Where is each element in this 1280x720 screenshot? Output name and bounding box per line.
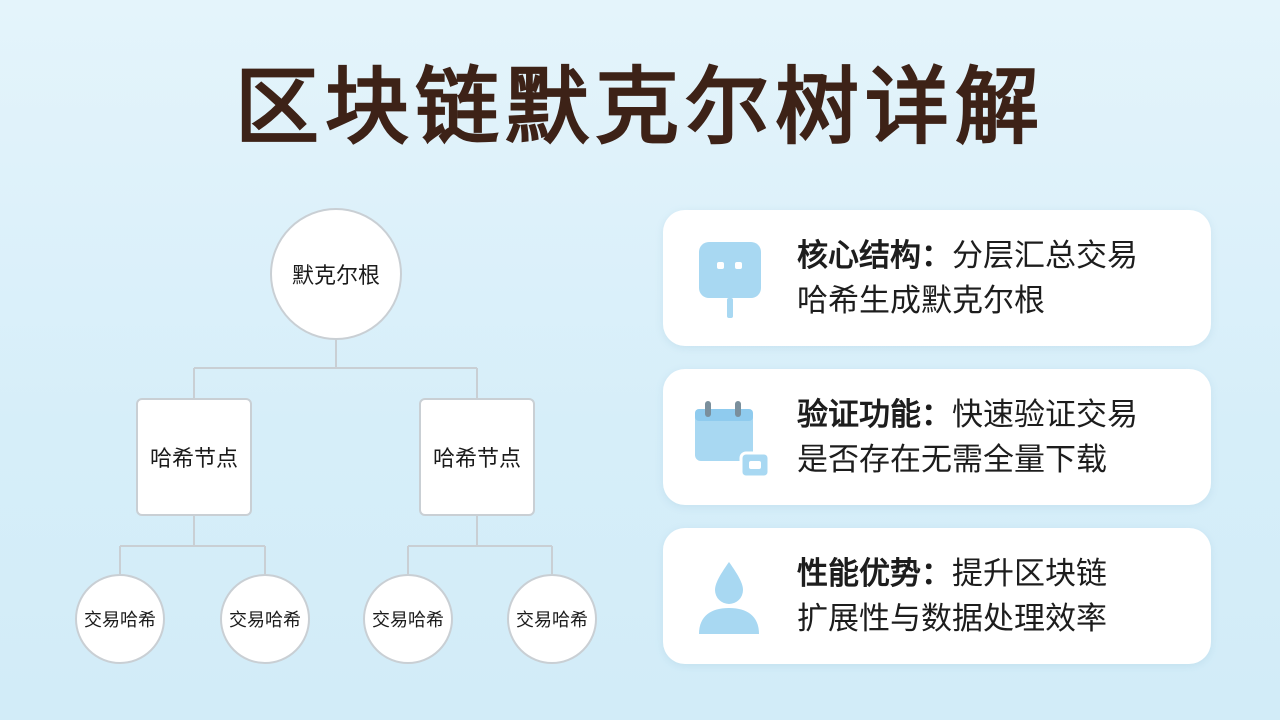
card-text: 是否存在无需全量下载 <box>797 442 1107 478</box>
card-heading: 性能优势： <box>797 556 952 592</box>
hash-node-left: 哈希节点 <box>136 398 252 516</box>
user-icon <box>699 562 759 634</box>
card-core-structure: 核心结构：分层汇总交易 哈希生成默克尔根 <box>663 210 1211 346</box>
transaction-hash-leaf-1: 交易哈希 <box>75 574 165 664</box>
card-text: 扩展性与数据处理效率 <box>797 601 1107 637</box>
card-text: 哈希生成默克尔根 <box>797 283 1045 319</box>
card-verification: 验证功能：快速验证交易 是否存在无需全量下载 <box>663 369 1211 505</box>
card-performance: 性能优势：提升区块链 扩展性与数据处理效率 <box>663 528 1211 664</box>
hash-node-right: 哈希节点 <box>419 398 535 516</box>
card-heading: 验证功能： <box>797 397 952 433</box>
transaction-hash-leaf-2: 交易哈希 <box>220 574 310 664</box>
card-text: 快速验证交易 <box>952 397 1138 433</box>
tag-face-icon <box>699 242 761 318</box>
merkle-root-node: 默克尔根 <box>270 208 402 340</box>
transaction-hash-leaf-4: 交易哈希 <box>507 574 597 664</box>
transaction-hash-leaf-3: 交易哈希 <box>363 574 453 664</box>
tree-connectors <box>119 340 553 574</box>
card-heading: 核心结构： <box>797 238 952 274</box>
card-text: 分层汇总交易 <box>952 238 1138 274</box>
card-text: 提升区块链 <box>952 556 1107 592</box>
calendar-icon <box>695 401 771 479</box>
page-title: 区块链默克尔树详解 <box>234 58 1045 156</box>
